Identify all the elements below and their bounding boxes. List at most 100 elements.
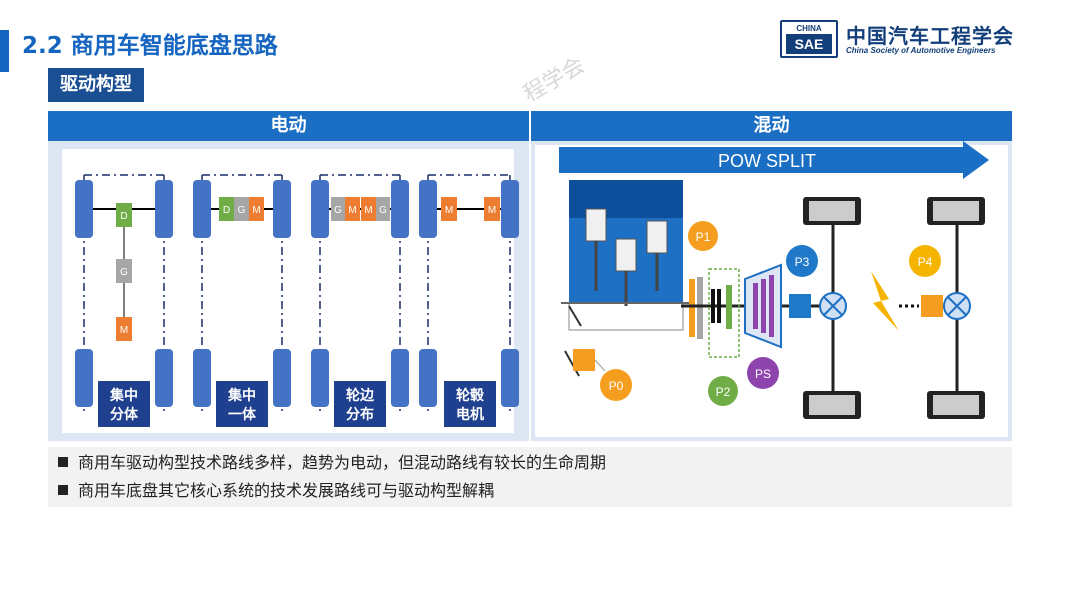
- config-label-box: [98, 381, 150, 427]
- gear-module: [331, 197, 345, 221]
- pow-split-label: POW SPLIT: [718, 151, 816, 171]
- tire-tread: [933, 395, 979, 415]
- sae-badge: CHINA SAE: [780, 20, 838, 58]
- module-label: M: [348, 205, 356, 216]
- module-label: M: [364, 205, 372, 216]
- ps-label: PS: [755, 367, 771, 381]
- wheel: [155, 349, 173, 407]
- hybrid-diagram: POW SPLIT P0 P1: [559, 141, 989, 419]
- p2-motor: [726, 285, 732, 329]
- p1-badge: [688, 221, 718, 251]
- drive-module: [116, 203, 132, 227]
- wheel: [75, 349, 93, 407]
- motor-module: [345, 197, 360, 221]
- config-label-line1: 轮边: [346, 387, 375, 404]
- wheel: [155, 180, 173, 238]
- engine-block: [561, 180, 691, 377]
- p2-badge: [708, 376, 738, 406]
- p4-badge: [909, 245, 941, 277]
- lightning-icon: [871, 271, 899, 331]
- module-label: G: [334, 205, 342, 216]
- p0-badge: [600, 369, 632, 401]
- wheel: [273, 180, 291, 238]
- config-in-wheel-motor: M M 轮毂 电机: [419, 174, 519, 427]
- tire-tread: [809, 201, 855, 221]
- p0-label: P0: [609, 379, 624, 393]
- gear-module: [376, 197, 390, 221]
- module-label: M: [252, 205, 260, 216]
- p2-zone: [708, 268, 740, 358]
- logo-name-cn: 中国汽车工程学会: [846, 24, 1014, 48]
- motor-module: [361, 197, 376, 221]
- badge-top-text: CHINA: [796, 24, 822, 33]
- china-sae-logo: CHINA SAE 中国汽车工程学会 China Society of Auto…: [780, 20, 1050, 60]
- module-label: G: [120, 267, 128, 278]
- p3-label: P3: [795, 255, 810, 269]
- page-title: 2.2 商用车智能底盘思路: [22, 33, 278, 59]
- hybrid-panel: POW SPLIT P0 P1: [531, 141, 1012, 441]
- config-label-line1: 轮毂: [456, 387, 485, 404]
- wheel: [419, 349, 437, 407]
- drive-module: [219, 197, 234, 221]
- config-label-line2: 一体: [228, 406, 257, 423]
- bullet-list: 商用车驱动构型技术路线多样，趋势为电动，但混动路线有较长的生命周期 商用车底盘其…: [48, 447, 1012, 507]
- module-label: G: [379, 205, 387, 216]
- badge-bottom-text: SAE: [786, 34, 832, 54]
- module-label: D: [223, 205, 230, 216]
- title-accent-bar: [0, 30, 9, 72]
- belt: [564, 350, 580, 377]
- motor-module: [249, 197, 264, 221]
- electric-header: 电动: [48, 111, 529, 141]
- hybrid-header: 混动: [531, 111, 1012, 141]
- gear-set: [761, 279, 766, 333]
- logo-name-en: China Society of Automotive Engineers: [846, 46, 996, 55]
- wheel: [501, 349, 519, 407]
- p3-badge: [786, 245, 818, 277]
- differential-mark: [947, 296, 967, 316]
- piston: [615, 238, 637, 272]
- gear-set: [753, 283, 758, 329]
- bullet-square-icon: [58, 457, 68, 467]
- leader-line: [594, 359, 606, 372]
- config-label-box: [216, 381, 268, 427]
- bullet-item: 商用车驱动构型技术路线多样，趋势为电动，但混动路线有较长的生命周期: [58, 451, 606, 475]
- section-subtitle: 驱动构型: [48, 68, 144, 102]
- motor-module: [116, 317, 132, 341]
- motor-module: [484, 197, 500, 221]
- clutch-plate: [711, 289, 715, 323]
- differential-mark: [823, 296, 843, 316]
- wheel: [273, 349, 291, 407]
- piston: [585, 208, 607, 242]
- wheel: [193, 349, 211, 407]
- config-centralized-split: D G M 集中 分体: [75, 174, 173, 427]
- gear-module: [234, 197, 249, 221]
- watermark-text: 程学会: [519, 52, 590, 108]
- p3-motor: [789, 294, 811, 318]
- module-label: G: [238, 205, 246, 216]
- module-label: D: [120, 211, 127, 222]
- module-label: M: [120, 325, 128, 336]
- gear-set: [769, 275, 774, 337]
- clutch-plate: [717, 289, 721, 323]
- config-label-line2: 分布: [346, 406, 374, 423]
- wheel: [75, 180, 93, 238]
- p1-label: P1: [696, 230, 711, 244]
- config-label-line1: 集中: [109, 387, 138, 404]
- wheel: [391, 349, 409, 407]
- tire-tread: [933, 201, 979, 221]
- gear-module: [116, 259, 132, 283]
- crankcase: [568, 302, 684, 331]
- wheel: [391, 180, 409, 238]
- wheel: [501, 180, 519, 238]
- wheel: [311, 349, 329, 407]
- bullet-text: 商用车驱动构型技术路线多样，趋势为电动，但混动路线有较长的生命周期: [78, 453, 607, 472]
- tire-tread: [809, 395, 855, 415]
- p4-motor: [921, 295, 943, 317]
- config-wheel-side: G M M G 轮边 分布: [311, 174, 409, 427]
- electric-diagram: D G M 集中 分体 D G M 集中 一体: [75, 174, 519, 427]
- ps-badge: [747, 357, 779, 389]
- config-label-box: [444, 381, 496, 427]
- bullet-item: 商用车底盘其它核心系统的技术发展路线可与驱动构型解耦: [58, 479, 494, 503]
- p4-label: P4: [918, 255, 933, 269]
- p0-motor-box: [573, 349, 595, 371]
